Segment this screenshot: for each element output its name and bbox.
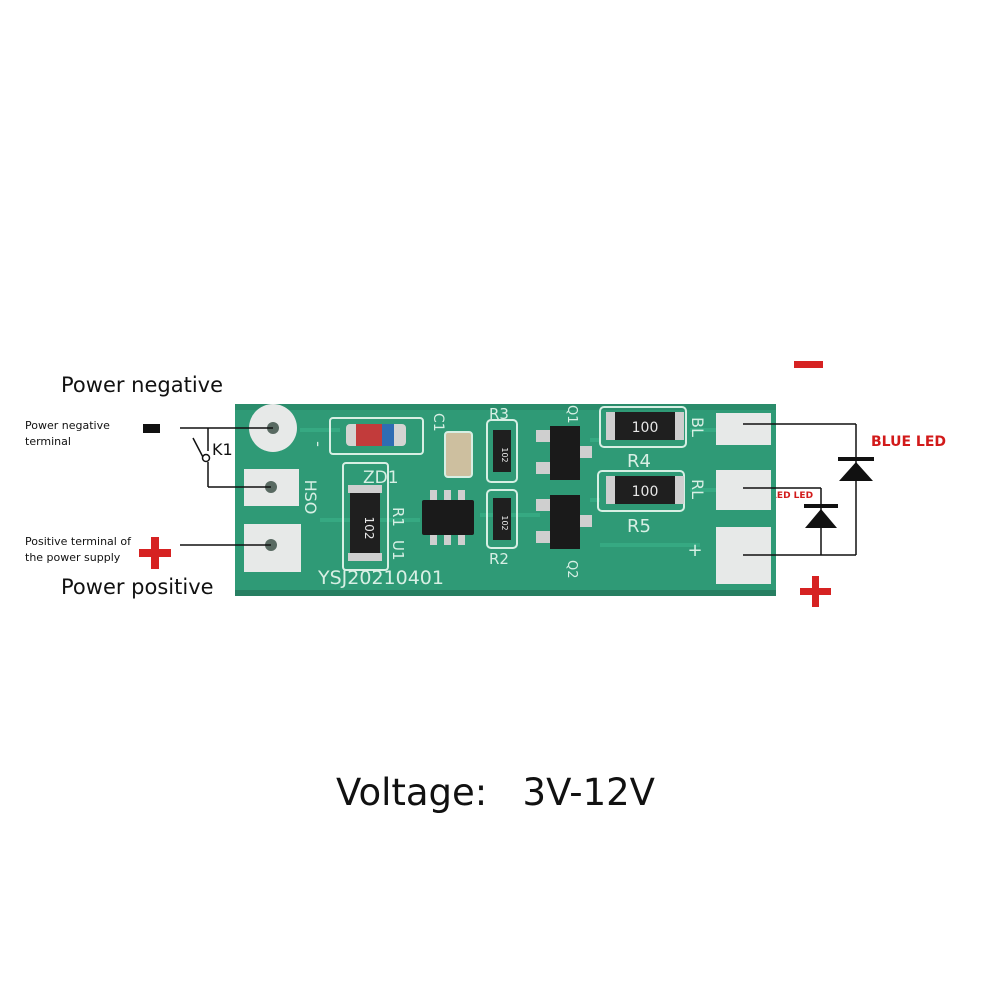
switch-k1-contact xyxy=(201,453,211,463)
q1-lead xyxy=(536,430,550,442)
r3-resistor xyxy=(493,430,511,472)
r5-resistor xyxy=(614,476,676,504)
blue-led-diode-icon xyxy=(838,457,874,481)
positive-terminal-label: Positive terminal of the power supply xyxy=(25,535,131,564)
r5-code: 100 xyxy=(632,484,659,500)
pin-hso-text: HSO xyxy=(301,480,320,515)
c1-capacitor xyxy=(444,431,473,478)
r2-text: R2 xyxy=(489,550,509,568)
r4-outline xyxy=(599,406,687,448)
r5-cap-left xyxy=(606,476,615,504)
c1-text: C1 xyxy=(430,413,446,432)
power-negative-terminal-label: Power negative terminal xyxy=(25,419,110,448)
u1-pin xyxy=(444,535,451,545)
q1-text: Q1 xyxy=(564,405,579,424)
pad-right-rl xyxy=(716,470,771,510)
left-wiring xyxy=(180,427,273,546)
zd1-red-band xyxy=(356,424,382,446)
r5-text: R5 xyxy=(627,516,651,537)
r2-outline xyxy=(486,489,518,549)
zd1-blue-band xyxy=(382,424,394,446)
q1-transistor xyxy=(550,426,580,480)
q1-lead xyxy=(536,462,550,474)
zd1-outline xyxy=(329,417,424,455)
pcb-top-edge xyxy=(235,404,776,410)
components: 102 102 102 100 xyxy=(329,406,687,571)
r2-resistor xyxy=(493,498,511,540)
r5-cap-right xyxy=(675,476,684,504)
q2-text: Q2 xyxy=(564,560,579,579)
red-led-label: RED LED xyxy=(770,491,814,501)
r1-text: R1 xyxy=(389,507,407,527)
plus-symbol-right xyxy=(800,576,831,607)
silkscreen: - HSO BL RL + YSJ20210401 ZD1 C1 R1 U1 R… xyxy=(301,405,707,589)
u1-pin xyxy=(444,490,451,500)
u1-chip xyxy=(422,500,474,535)
q2-lead xyxy=(536,499,550,511)
right-wiring xyxy=(743,423,857,556)
red-led-diode-icon xyxy=(804,504,838,528)
pin-minus-text: - xyxy=(309,441,328,447)
minus-symbol-left xyxy=(143,424,160,433)
pin-rl-text: RL xyxy=(688,479,707,499)
voltage-caption: Voltage: 3V-12V xyxy=(336,771,655,814)
right-pads xyxy=(716,413,771,584)
q2-transistor xyxy=(550,495,580,549)
pcb-bottom-edge xyxy=(235,590,776,596)
plus-symbol-left xyxy=(139,537,171,569)
r3-code: 102 xyxy=(500,447,509,462)
switch-k1-label: K1 xyxy=(212,440,233,459)
r3-outline xyxy=(486,419,518,483)
r1-outline xyxy=(342,462,389,571)
q2-lead xyxy=(580,515,592,527)
u1-pin xyxy=(458,535,465,545)
r1-cap-bottom xyxy=(348,553,382,561)
power-positive-title: Power positive xyxy=(61,575,214,599)
left-pads xyxy=(244,404,301,572)
q1-lead xyxy=(580,446,592,458)
zd1-text: ZD1 xyxy=(363,468,399,488)
r4-code: 100 xyxy=(632,420,659,436)
board-id-text: YSJ20210401 xyxy=(317,567,444,589)
minus-symbol-right xyxy=(794,361,823,368)
r1-resistor xyxy=(350,492,380,554)
pin-bl-text: BL xyxy=(688,417,707,437)
u1-pin xyxy=(430,490,437,500)
q2-lead xyxy=(536,531,550,543)
r3-text: R3 xyxy=(489,405,509,423)
r4-text: R4 xyxy=(627,451,651,472)
blue-led-label: BLUE LED xyxy=(871,434,947,450)
r4-cap-left xyxy=(606,412,615,440)
pad-right-bl xyxy=(716,413,771,445)
r1-cap-top xyxy=(348,485,382,493)
pin-plus-text: + xyxy=(687,540,702,561)
u1-text: U1 xyxy=(389,540,407,561)
power-negative-title: Power negative xyxy=(61,373,224,397)
r4-cap-right xyxy=(675,412,684,440)
u1-pin xyxy=(458,490,465,500)
u1-pin xyxy=(430,535,437,545)
r2-code: 102 xyxy=(500,515,509,530)
r4-resistor xyxy=(614,412,676,440)
r1-code: 102 xyxy=(362,517,376,540)
